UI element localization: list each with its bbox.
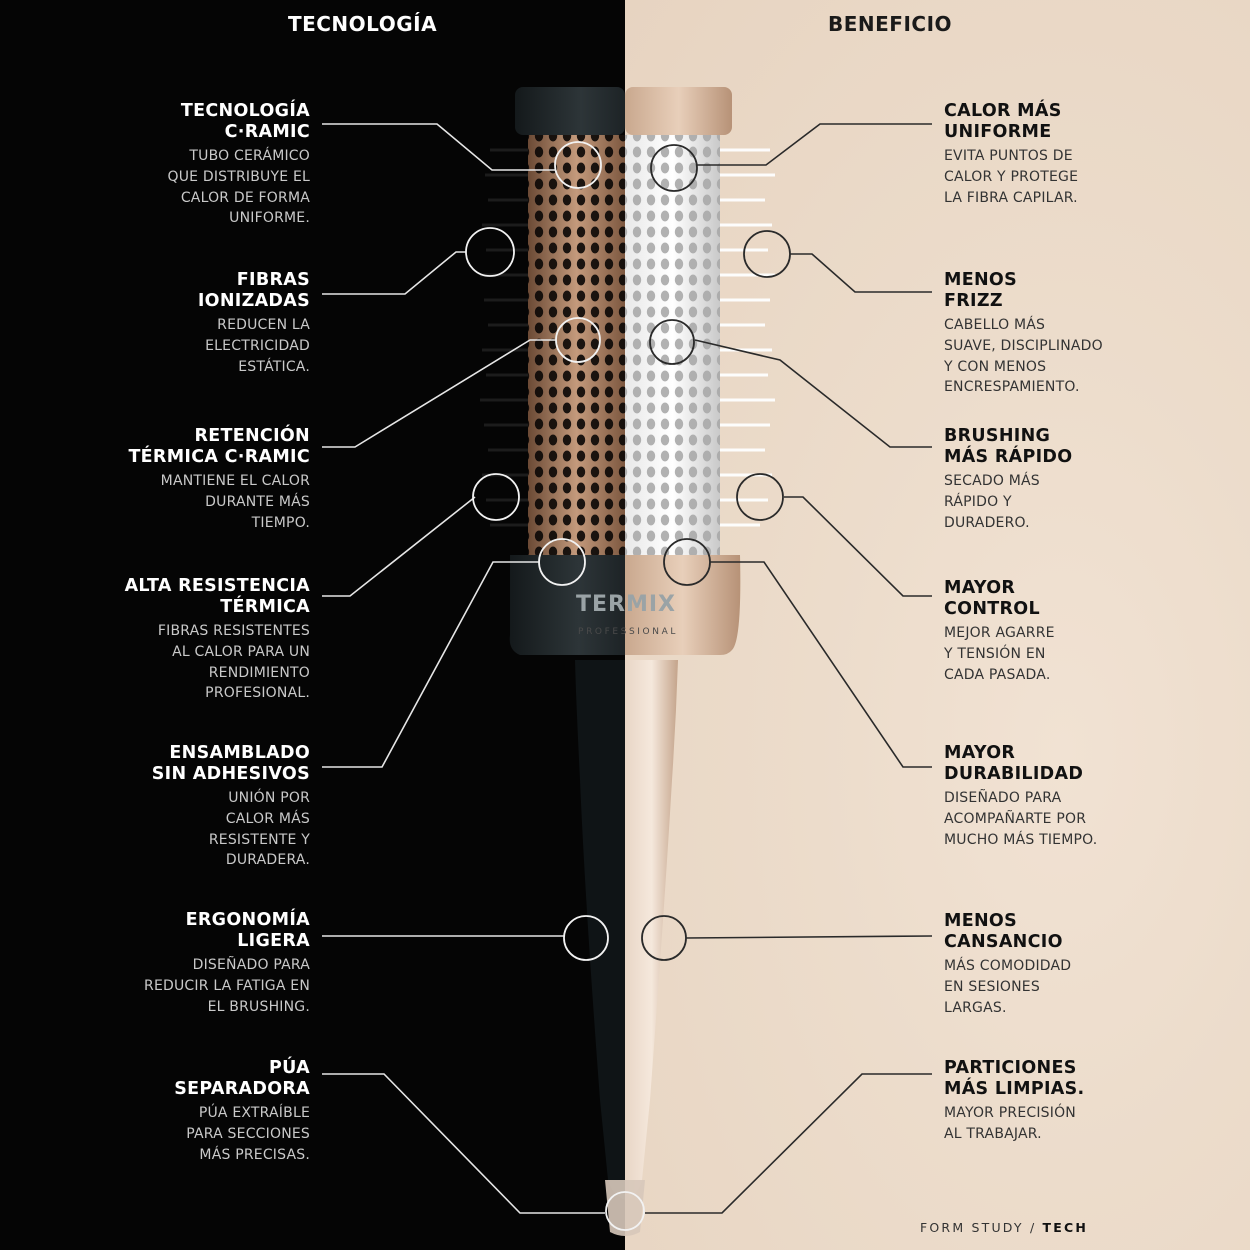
handle-gold xyxy=(625,660,678,1200)
benefit-feature-title: BRUSHING MÁS RÁPIDO xyxy=(944,426,1073,467)
benefit-feature-title: MAYOR CONTROL xyxy=(944,578,1040,619)
tech-feature-title: FIBRAS IONIZADAS xyxy=(197,270,310,311)
brand-sub: PROFESSIONAL xyxy=(578,627,678,637)
brand-logo: TERMIX xyxy=(576,592,676,617)
benefit-feature-desc: MÁS COMODIDAD EN SESIONES LARGAS. xyxy=(944,958,1072,1016)
white-bristles xyxy=(720,148,775,527)
benefit-feature-title: PARTICIONES MÁS LIMPIAS. xyxy=(944,1058,1085,1099)
tech-feature: ALTA RESISTENCIA TÉRMICA FIBRAS RESISTEN… xyxy=(20,576,310,704)
handle-dark xyxy=(575,660,625,1200)
benefit-feature-title: MAYOR DURABILIDAD xyxy=(944,743,1084,784)
tech-feature-desc: TUBO CERÁMICO QUE DISTRIBUYE EL CALOR DE… xyxy=(167,148,310,227)
benefit-feature-desc: DISEÑADO PARA ACOMPAÑARTE POR MUCHO MÁS … xyxy=(944,790,1098,848)
right-callouts xyxy=(645,123,933,1214)
tech-feature-desc: UNIÓN POR CALOR MÁS RESISTENTE Y DURADER… xyxy=(208,790,310,869)
left-callout-rings xyxy=(465,141,645,1231)
benefit-feature-title: MENOS CANSANCIO xyxy=(944,911,1063,952)
left-callouts xyxy=(322,123,605,1214)
tech-feature-desc: REDUCEN LA ELECTRICIDAD ESTÁTICA. xyxy=(205,317,310,375)
dark-bristles xyxy=(480,148,530,527)
benefit-feature: PARTICIONES MÁS LIMPIAS. MAYOR PRECISIÓN… xyxy=(944,1058,1234,1145)
top-cap-dark xyxy=(515,87,625,135)
tech-feature-title: PÚA SEPARADORA xyxy=(174,1058,310,1099)
tech-feature-desc: MANTIENE EL CALOR DURANTE MÁS TIEMPO. xyxy=(160,473,310,531)
benefit-feature-desc: MAYOR PRECISIÓN AL TRABAJAR. xyxy=(944,1105,1076,1142)
benefit-feature: MENOS FRIZZ CABELLO MÁS SUAVE, DISCIPLIN… xyxy=(944,270,1234,398)
footer-label: FORM STUDY / xyxy=(920,1220,1037,1235)
tech-feature-desc: PÚA EXTRAÍBLE PARA SECCIONES MÁS PRECISA… xyxy=(186,1105,310,1163)
right-callout-rings xyxy=(641,144,791,961)
tech-feature-title: ALTA RESISTENCIA TÉRMICA xyxy=(124,576,310,617)
benefit-feature: MAYOR DURABILIDAD DISEÑADO PARA ACOMPAÑA… xyxy=(944,743,1234,850)
benefit-feature-title: MENOS FRIZZ xyxy=(944,270,1017,311)
tech-feature: FIBRAS IONIZADAS REDUCEN LA ELECTRICIDAD… xyxy=(20,270,310,377)
tech-feature-title: TECNOLOGÍA C·RAMIC xyxy=(180,101,310,142)
tech-feature-title: ENSAMBLADO SIN ADHESIVOS xyxy=(151,743,310,784)
benefit-feature-desc: CABELLO MÁS SUAVE, DISCIPLINADO Y CON ME… xyxy=(944,317,1103,396)
benefit-feature-title: CALOR MÁS UNIFORME xyxy=(944,101,1062,142)
benefit-feature-desc: SECADO MÁS RÁPIDO Y DURADERO. xyxy=(944,473,1040,531)
benefit-feature-desc: MEJOR AGARRE Y TENSIÓN EN CADA PASADA. xyxy=(944,625,1055,683)
footer-caption: FORM STUDY / TECH xyxy=(920,1220,1088,1235)
benefit-feature: MAYOR CONTROL MEJOR AGARRE Y TENSIÓN EN … xyxy=(944,578,1234,685)
tech-feature-title: RETENCIÓN TÉRMICA C·RAMIC xyxy=(128,426,310,467)
collar-dark xyxy=(509,555,625,655)
tech-feature: PÚA SEPARADORA PÚA EXTRAÍBLE PARA SECCIO… xyxy=(20,1058,310,1165)
tech-feature-desc: DISEÑADO PARA REDUCIR LA FATIGA EN EL BR… xyxy=(144,957,310,1015)
benefit-feature: BRUSHING MÁS RÁPIDO SECADO MÁS RÁPIDO Y … xyxy=(944,426,1234,533)
top-cap-gold xyxy=(625,87,732,135)
tech-feature-title: ERGONOMÍA LIGERA xyxy=(185,910,310,951)
tech-feature: TECNOLOGÍA C·RAMIC TUBO CERÁMICO QUE DIS… xyxy=(20,101,310,229)
tail-pin xyxy=(605,1180,645,1236)
tech-feature: RETENCIÓN TÉRMICA C·RAMIC MANTIENE EL CA… xyxy=(20,426,310,533)
tech-feature: ERGONOMÍA LIGERA DISEÑADO PARA REDUCIR L… xyxy=(20,910,310,1017)
benefit-column-title: BENEFICIO xyxy=(827,12,953,36)
benefit-feature: MENOS CANSANCIO MÁS COMODIDAD EN SESIONE… xyxy=(944,911,1234,1018)
tech-feature-desc: FIBRAS RESISTENTES AL CALOR PARA UN REND… xyxy=(157,623,310,702)
tech-feature: ENSAMBLADO SIN ADHESIVOS UNIÓN POR CALOR… xyxy=(20,743,310,871)
benefit-feature-desc: EVITA PUNTOS DE CALOR Y PROTEGE LA FIBRA… xyxy=(944,148,1079,206)
collar-gold xyxy=(625,555,741,655)
benefit-feature: CALOR MÁS UNIFORME EVITA PUNTOS DE CALOR… xyxy=(944,101,1234,208)
footer-tag: TECH xyxy=(1042,1220,1089,1235)
technology-column-title: TECNOLOGÍA xyxy=(287,12,438,36)
